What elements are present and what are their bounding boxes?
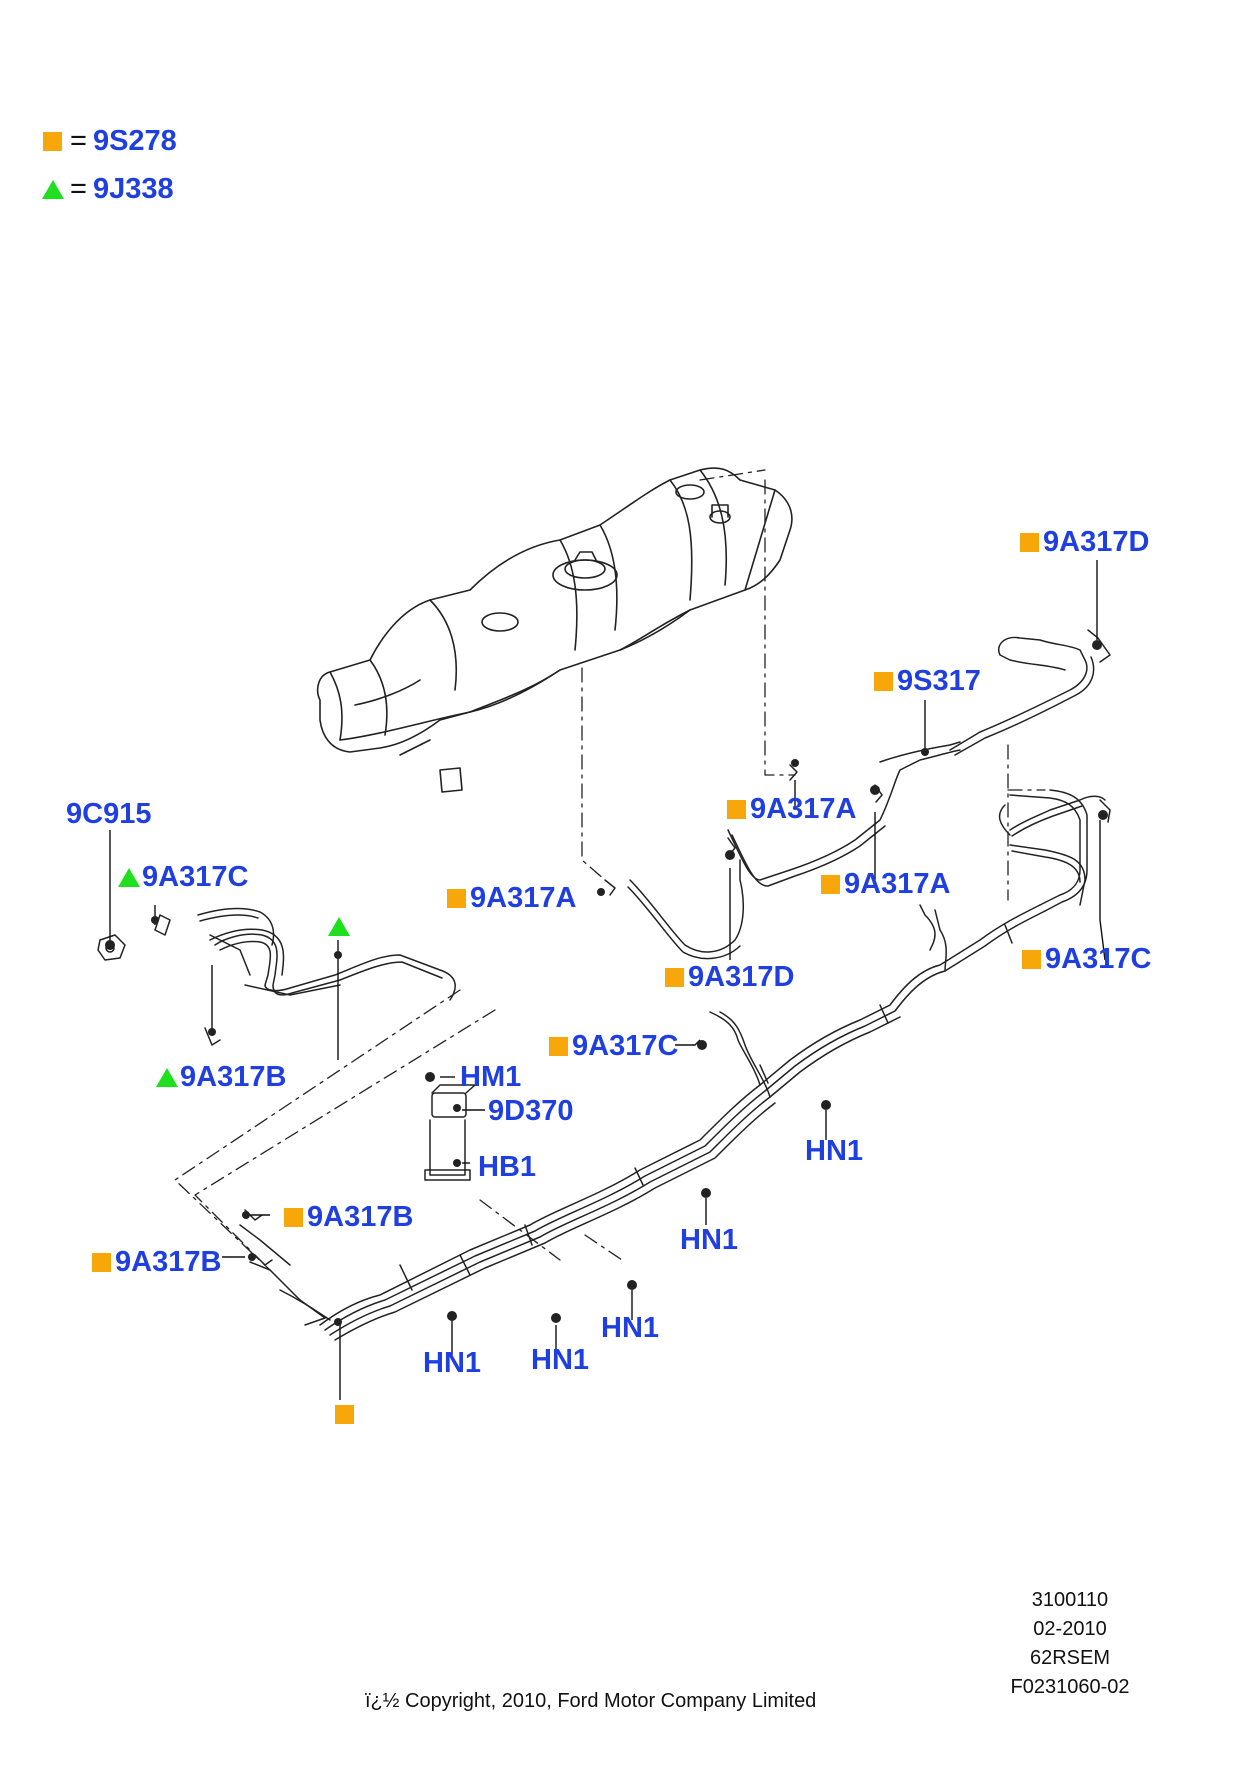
callout-leaders <box>109 560 1106 1400</box>
square-icon <box>1020 533 1039 552</box>
triangle-icon <box>42 180 64 199</box>
square-icon <box>727 800 746 819</box>
callout-9a317c-mid: 9A317C <box>549 1032 678 1061</box>
callout-9a317a-1: 9A317A <box>727 795 856 824</box>
callout-hn1-4: HN1 <box>531 1344 590 1376</box>
callout-9a317b-1: 9A317B <box>156 1063 286 1092</box>
square-icon <box>284 1208 303 1227</box>
legend-square-part: 9S278 <box>92 125 177 157</box>
reference-code: 62RSEM <box>1029 1647 1111 1669</box>
callout-9a317d-mid: 9A317D <box>665 963 794 992</box>
fuel-tank-drawing <box>316 467 793 793</box>
reference-block: 3100110 02-2010 62RSEM F0231060-02 <box>990 1586 1150 1702</box>
callout-hn1-1: HN1 <box>805 1135 864 1167</box>
9s278-marker <box>335 1405 354 1424</box>
square-icon <box>874 672 893 691</box>
callout-9a317d-top: 9A317D <box>1020 528 1149 557</box>
fuel-line-bundle <box>239 789 1088 1341</box>
hardware-parts <box>97 629 1111 1266</box>
reference-number: 3100110 <box>1031 1589 1109 1611</box>
9j338-marker <box>328 917 350 936</box>
reference-date: 02-2010 <box>1033 1618 1107 1640</box>
callout-9d370: 9D370 <box>488 1095 574 1127</box>
fastener-dots <box>105 640 1108 1326</box>
square-icon <box>549 1037 568 1056</box>
callout-9s317: 9S317 <box>874 667 981 696</box>
legend-square: =9S278 <box>43 127 177 156</box>
callout-hm1: HM1 <box>460 1061 522 1093</box>
triangle-icon <box>156 1068 178 1087</box>
square-icon <box>447 889 466 908</box>
square-icon <box>821 875 840 894</box>
copyright-notice: ï¿½ Copyright, 2010, Ford Motor Company … <box>365 1690 817 1712</box>
callout-9a317c-left: 9A317C <box>118 863 248 892</box>
callout-9a317a-3: 9A317A <box>821 870 950 899</box>
callout-9a317b-3: 9A317B <box>92 1248 221 1277</box>
triangle-icon <box>118 868 140 887</box>
square-icon <box>92 1253 111 1272</box>
callout-9a317a-2: 9A317A <box>447 884 576 913</box>
rear-fuel-lines <box>627 636 1106 960</box>
callout-hn1-5: HN1 <box>423 1347 482 1379</box>
square-icon <box>43 132 62 151</box>
callout-9a317b-2: 9A317B <box>284 1203 413 1232</box>
callout-hn1-2: HN1 <box>680 1224 739 1256</box>
square-icon <box>1022 950 1041 969</box>
callout-9c915: 9C915 <box>66 798 152 830</box>
leader-lines <box>174 469 1046 1271</box>
reference-figure-id: F0231060-02 <box>1010 1676 1130 1698</box>
legend-triangle-part: 9J338 <box>92 173 174 205</box>
legend-triangle: =9J338 <box>42 175 174 204</box>
front-fuel-lines <box>197 907 456 1001</box>
callout-9a317c-right: 9A317C <box>1022 945 1151 974</box>
callout-hn1-3: HN1 <box>601 1312 660 1344</box>
square-icon <box>665 968 684 987</box>
callout-hb1: HB1 <box>478 1151 537 1183</box>
